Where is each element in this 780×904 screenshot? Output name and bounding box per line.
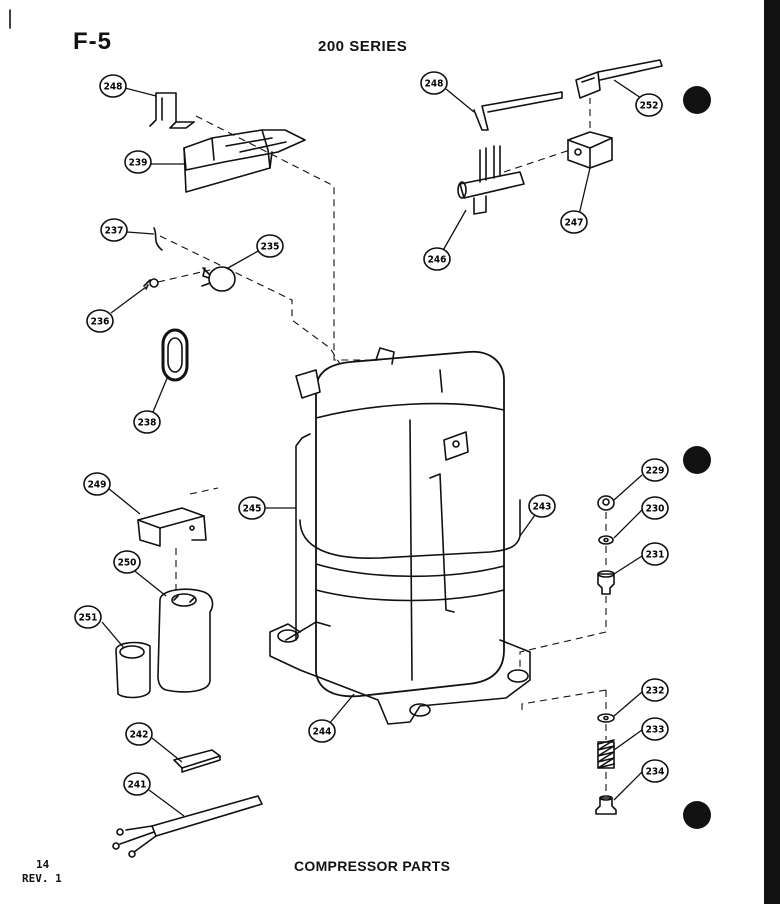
callout-248b-label: 248: [425, 79, 444, 90]
callout-235-label: 235: [261, 242, 280, 253]
callout-232-label: 232: [646, 686, 665, 697]
callout-252: 252: [635, 93, 663, 117]
callout-239-label: 239: [129, 158, 148, 169]
callout-238: 238: [133, 410, 161, 434]
callout-246-label: 246: [428, 255, 447, 266]
callout-229: 229: [641, 458, 669, 482]
part-242-terminal: [173, 749, 221, 773]
part-237-wire: [153, 227, 163, 251]
callout-234: 234: [641, 759, 669, 783]
part-241-harness: [112, 795, 263, 858]
callout-234-label: 234: [646, 767, 665, 778]
callout-235: 235: [256, 234, 284, 258]
callout-248a-label: 248: [104, 82, 123, 93]
callout-229-label: 229: [646, 466, 665, 477]
callout-237-label: 237: [105, 226, 124, 237]
assembly-lines: [157, 98, 607, 796]
figure-caption: COMPRESSOR PARTS: [294, 858, 451, 874]
callout-236-label: 236: [91, 317, 110, 328]
callout-249-label: 249: [88, 480, 107, 491]
part-232-washer: [597, 713, 615, 723]
part-compressor-body: [269, 347, 531, 725]
binder-hole-top: [683, 86, 711, 114]
part-229-nut: [597, 495, 615, 511]
part-231-sleeve: [597, 570, 615, 595]
part-248-hex-key: [473, 91, 563, 131]
callout-243-label: 243: [533, 502, 552, 513]
callout-labels: 248 239 237 235 236 238 248 252 247 246 …: [74, 71, 669, 796]
part-250-capacitor: [157, 588, 214, 693]
callout-231: 231: [641, 542, 669, 566]
part-252-lead: [575, 59, 663, 99]
callout-246: 246: [423, 247, 451, 271]
binder-hole-bottom: [683, 801, 711, 829]
callout-245: 245: [238, 496, 266, 520]
part-249-bracket: [137, 507, 207, 547]
callout-247: 247: [560, 210, 588, 234]
callout-239: 239: [124, 150, 152, 174]
part-230-washer: [598, 535, 614, 545]
series-title: 200 SERIES: [318, 38, 408, 55]
part-251-capacitor: [115, 641, 151, 699]
revision-label: REV. 1: [22, 872, 62, 885]
part-248-bracket: [149, 92, 195, 129]
figure-code: F-5: [73, 28, 112, 55]
callout-250: 250: [113, 550, 141, 574]
part-247-coil: [567, 131, 613, 169]
part-233-spring: [597, 739, 615, 769]
part-238-gasket: [161, 328, 189, 382]
callout-245-label: 245: [243, 504, 262, 515]
callout-249: 249: [83, 472, 111, 496]
callout-244: 244: [308, 719, 336, 743]
part-246-valve: [457, 145, 525, 215]
callout-250-label: 250: [118, 558, 137, 569]
callout-230: 230: [641, 496, 669, 520]
callout-251: 251: [74, 605, 102, 629]
callout-232: 232: [641, 678, 669, 702]
callout-244-label: 244: [313, 727, 332, 738]
callout-248-bracket: 248: [99, 74, 127, 98]
page-number: 14: [36, 858, 50, 871]
callout-247-label: 247: [565, 218, 584, 229]
callout-241: 241: [123, 772, 151, 796]
callout-252-label: 252: [640, 101, 659, 112]
part-234-grommet: [595, 795, 617, 815]
part-235-overload: [201, 266, 236, 292]
callout-230-label: 230: [646, 504, 665, 515]
callout-251-label: 251: [79, 613, 98, 624]
callout-241-label: 241: [128, 780, 147, 791]
binding-edge: [764, 0, 780, 904]
callout-236: 236: [86, 309, 114, 333]
callout-233: 233: [641, 717, 669, 741]
callout-242: 242: [125, 722, 153, 746]
callout-238-label: 238: [138, 418, 157, 429]
callout-242-label: 242: [130, 730, 149, 741]
callout-248-hex-key: 248: [420, 71, 448, 95]
callout-233-label: 233: [646, 725, 665, 736]
callout-231-label: 231: [646, 550, 665, 561]
callout-237: 237: [100, 218, 128, 242]
callout-243: 243: [528, 494, 556, 518]
part-239-cover: [183, 129, 306, 193]
binder-hole-middle: [683, 446, 711, 474]
part-236-screw: [143, 278, 159, 290]
